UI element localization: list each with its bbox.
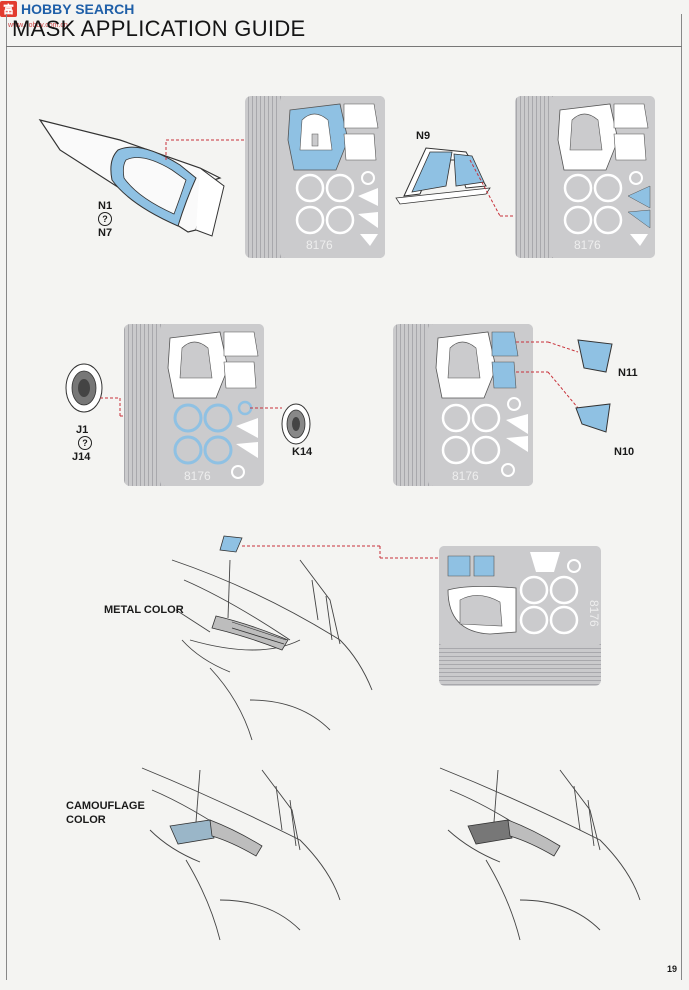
label-k14: K14	[292, 446, 313, 458]
question-icon: ?	[98, 212, 112, 226]
label-n10: N10	[614, 446, 635, 458]
watermark-badge: 富	[0, 1, 17, 17]
sheet-code: 8176	[452, 469, 479, 483]
gun-bay-drawing	[211, 535, 289, 651]
page-title: MASK APPLICATION GUIDE	[12, 16, 306, 41]
mask-sheet	[393, 324, 533, 486]
wheel-drawing	[65, 363, 103, 413]
label-j1: J1	[76, 424, 89, 436]
label-camouflage: CAMOUFLAGE	[66, 800, 145, 812]
wheel-drawing	[281, 403, 311, 445]
mask-sheet	[439, 546, 601, 686]
watermark-brand: HOBBY SEARCH	[21, 1, 135, 17]
sheet-code: 8176	[306, 238, 333, 252]
n9-part-drawing	[395, 147, 491, 205]
mask-sheet	[515, 96, 655, 258]
mask-sheet	[245, 96, 385, 258]
label-j14: J14	[72, 451, 91, 463]
watermark-url: www.hobby.com.cn	[8, 22, 68, 29]
label-n11: N11	[618, 367, 638, 379]
fuselage-drawing	[439, 767, 641, 941]
gun-bay-drawing	[467, 819, 561, 857]
n11-part-drawing	[577, 339, 613, 373]
fuselage-drawing	[171, 559, 373, 741]
page-frame	[6, 14, 682, 980]
callout-line	[242, 545, 462, 559]
mask-sheet	[124, 324, 264, 486]
fuselage-drawing	[141, 767, 341, 941]
label-camouflage-color: COLOR	[66, 814, 106, 826]
page-number: 19	[667, 964, 678, 974]
gun-bay-drawing	[169, 819, 263, 857]
label-n1: N1	[98, 200, 113, 212]
windscreen-drawing	[38, 119, 225, 237]
question-icon: ?	[78, 436, 92, 450]
sheet-code: 8176	[184, 469, 211, 483]
watermark: 富 HOBBY SEARCH	[0, 0, 134, 18]
sheet-code: 8176	[574, 238, 601, 252]
sheet-code: 8176	[587, 600, 601, 627]
callout-line	[516, 341, 579, 409]
label-metal-color: METAL COLOR	[104, 604, 184, 616]
label-n7: N7	[98, 227, 113, 239]
n10-part-drawing	[575, 403, 611, 433]
title-divider	[6, 46, 682, 47]
label-n9: N9	[416, 130, 431, 142]
